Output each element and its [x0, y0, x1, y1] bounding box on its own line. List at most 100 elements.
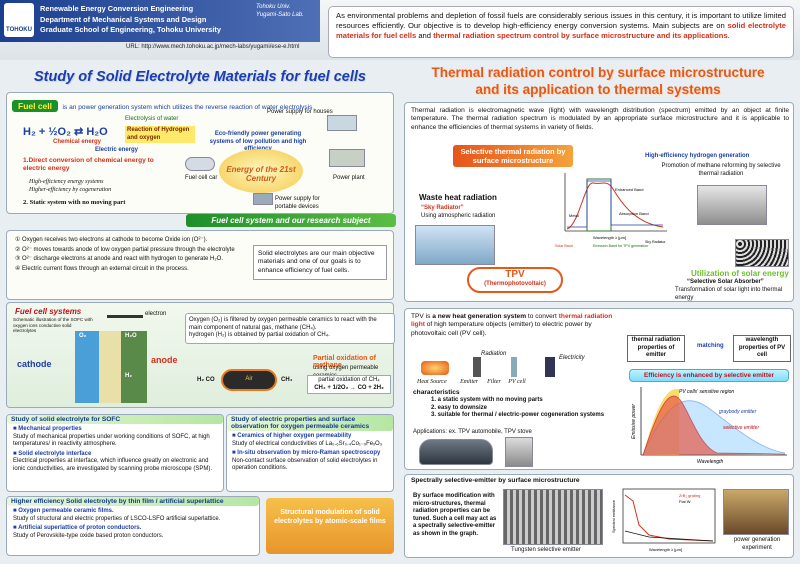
- svg-text:Wavelength: Wavelength: [697, 459, 724, 465]
- power-exp-label: power generation experiment: [733, 537, 781, 551]
- fuel-cell-definition: is an power generation system which util…: [62, 104, 313, 111]
- electron-label: electron: [145, 311, 167, 317]
- h2gen-title: High-efficiency hydrogen generation: [645, 153, 750, 159]
- fc-diagram-panel: Fuel cell systems Schematic illustration…: [6, 302, 395, 408]
- car-label: Fuel cell car: [185, 175, 218, 181]
- pom-equation-box: partial oxidation of CH₄ CH₄ + 1/2O₂ → C…: [307, 375, 391, 395]
- spectral-title: Spectrally selective-emitter by surface …: [411, 477, 580, 484]
- electric-item-1-desc: Study of electrical conductivities of La…: [232, 440, 383, 447]
- electrolysis-label: Electrolysis of water: [125, 116, 179, 122]
- step-1: ① Oxygen receives two electrons at catho…: [15, 237, 208, 243]
- anode-label: anode: [151, 355, 178, 365]
- h2gen-sub: Promotion of methane reforming by select…: [661, 163, 781, 177]
- thermal-panel: Thermal radiation is electromagnetic wav…: [404, 102, 794, 302]
- thin-film-title: Higher efficiency Solid electrolyte by t…: [7, 497, 259, 506]
- portable-label: Power supply for portable devices: [275, 196, 320, 210]
- match-emitter-box: thermal radiation properties of emitter: [627, 335, 685, 362]
- flat-w-series: [624, 530, 714, 542]
- svg-text:graybody emitter: graybody emitter: [719, 409, 757, 415]
- ch4-label: CH₄: [281, 377, 293, 383]
- step-3: ③ O²⁻ discharge electrons at anode and r…: [15, 256, 223, 263]
- lab-name: Renewable Energy Conversion Engineering …: [40, 4, 221, 34]
- svg-text:Emission Band for TPV generati: Emission Band for TPV generation: [593, 244, 648, 248]
- structural-modulation-label: Structural modulation of solid electroly…: [266, 498, 394, 554]
- tpv-definition: TPV is a new heat generation system to c…: [411, 313, 613, 337]
- svg-text:PV cells' sensitive region: PV cells' sensitive region: [679, 389, 734, 395]
- experiment-photo: [723, 489, 789, 535]
- car-icon: [185, 157, 215, 171]
- power-plant-icon: [329, 149, 365, 167]
- thin-item-2-desc: Study of Perovskite-type oxide based pro…: [13, 532, 164, 539]
- emitter-icon: [473, 357, 481, 377]
- efficiency-bar: Efficiency is enhanced by selective emit…: [629, 369, 789, 382]
- university-logo-icon: TOHOKU: [4, 3, 34, 37]
- sofc-item-1-desc: Study of mechanical properties under wor…: [13, 433, 210, 448]
- tpv-panel: TPV is a new heat generation system to c…: [404, 308, 794, 470]
- electric-item-1-head: ■ Ceramics of higher oxygen permeability: [232, 433, 352, 439]
- right-title: Thermal radiation control by surface mic…: [431, 65, 765, 97]
- electric-item-2-desc: Non-contact surface observation of solid…: [232, 457, 378, 472]
- tpv-flow-diagram: Radiation Electricity: [415, 351, 595, 379]
- heat-source-icon: [421, 361, 449, 375]
- filter-icon: [511, 357, 517, 377]
- solar-sub-2: Transformation of solar light into therm…: [675, 287, 783, 301]
- lab-tag: Tohoku Univ. Yugami-Sato Lab.: [256, 4, 304, 18]
- svg-text:Wavelength λ [μm]: Wavelength λ [μm]: [649, 547, 682, 552]
- matching-label: matching: [697, 343, 724, 349]
- electrolyte-plate: [99, 331, 121, 403]
- point-1: 1.Direct conversion of chemical energy t…: [23, 157, 154, 173]
- reaction-label: Reaction of Hydrogen and oxygen: [125, 126, 195, 144]
- tungsten-label: Tungsten selective emitter: [511, 547, 581, 553]
- selective-label: Selective thermal radiation by surface m…: [453, 145, 573, 167]
- spectral-desc: By surface modification with micro-struc…: [413, 493, 497, 537]
- pom-title: Partial oxidation of methane: [313, 355, 377, 369]
- spectral-panel: Spectrally selective-emitter by surface …: [404, 474, 794, 558]
- lab-banner: TOHOKU Renewable Energy Conversion Engin…: [0, 0, 320, 42]
- reformer-photo: [697, 185, 767, 225]
- emissive-power-chart: PV cells' sensitive region graybody emit…: [631, 387, 787, 465]
- sky-radiator-label: “Sky Radiator”: [421, 205, 464, 211]
- svg-text:Enhanced Band: Enhanced Band: [615, 187, 643, 192]
- solid-electrolyte-note: Solid electrolytes are our main objectiv…: [253, 245, 387, 281]
- tpv-stove-photo: [505, 437, 533, 467]
- fuel-cell-tag: Fuel cell: [12, 100, 59, 112]
- svg-text:Spectral emittance: Spectral emittance: [611, 499, 616, 533]
- sofc-item-2-desc: Electrical properties at interface, whic…: [13, 458, 213, 472]
- house-icon: [327, 115, 357, 131]
- anode-plate: [121, 331, 147, 403]
- thermal-intro: Thermal radiation is electromagnetic wav…: [411, 107, 789, 131]
- reactor-tube: Air: [221, 369, 277, 391]
- pom-notes: Oxygen (O₂) is filtered by oxygen permea…: [185, 313, 395, 344]
- characteristics-list: 1. a static system with no moving parts …: [431, 397, 605, 419]
- electric-energy-label: Electric energy: [95, 147, 139, 153]
- sky-sub-label: Using atmospheric radiation: [421, 213, 496, 219]
- svg-text:selective emitter: selective emitter: [723, 425, 759, 431]
- applications-label: Applications: ex. TPV automobile, TPV st…: [413, 429, 532, 435]
- thermal-curve: [566, 182, 664, 230]
- h2o-label: H₂O: [125, 333, 137, 339]
- house-label: Power supply for houses: [267, 109, 333, 115]
- svg-text:Flat W: Flat W: [679, 499, 691, 504]
- waste-heat-label: Waste heat radiation: [419, 193, 497, 202]
- lab-url[interactable]: URL: http://www.mech.tohoku.ac.jp/mech-l…: [126, 44, 300, 50]
- thin-item-1-head: ■ Oxygen permeable ceramic films.: [13, 508, 114, 514]
- match-pv-box: wavelength properties of PV cell: [733, 335, 791, 362]
- tpv-car-photo: [419, 439, 493, 465]
- svg-text:Emissive power: Emissive power: [631, 404, 637, 439]
- sofc-panel: Study of solid electrolyte for SOFC ■ Me…: [6, 414, 224, 492]
- sky-photo: [415, 225, 495, 265]
- sofc-item-1-head: ■ Mechanical properties: [13, 426, 82, 432]
- step-4: ④ Electric current flows through an exte…: [15, 265, 189, 272]
- svg-text:Solar Band: Solar Band: [555, 244, 573, 248]
- steps-panel: ① Oxygen receives two electrons at catho…: [6, 230, 394, 300]
- cathode-plate: [75, 331, 99, 403]
- section-fuel-cell-system: Fuel cell system and our research subjec…: [186, 214, 396, 227]
- fc-systems-label: Fuel cell systems: [15, 307, 82, 316]
- h2-label: H₂: [125, 373, 132, 379]
- svg-text:Sky Radiator: Sky Radiator: [645, 240, 666, 244]
- electric-panel: Study of electric properties and surface…: [226, 414, 394, 492]
- fc-systems-sub: Schematic illustration of the SOFC with …: [13, 317, 93, 334]
- thin-film-panel: Higher efficiency Solid electrolyte by t…: [6, 496, 260, 556]
- emittance-chart: ZrB₂ grating Flat W Wavelength λ [μm] Sp…: [611, 488, 716, 552]
- energy-21c-banner: Energy of the 21st Century: [219, 149, 303, 193]
